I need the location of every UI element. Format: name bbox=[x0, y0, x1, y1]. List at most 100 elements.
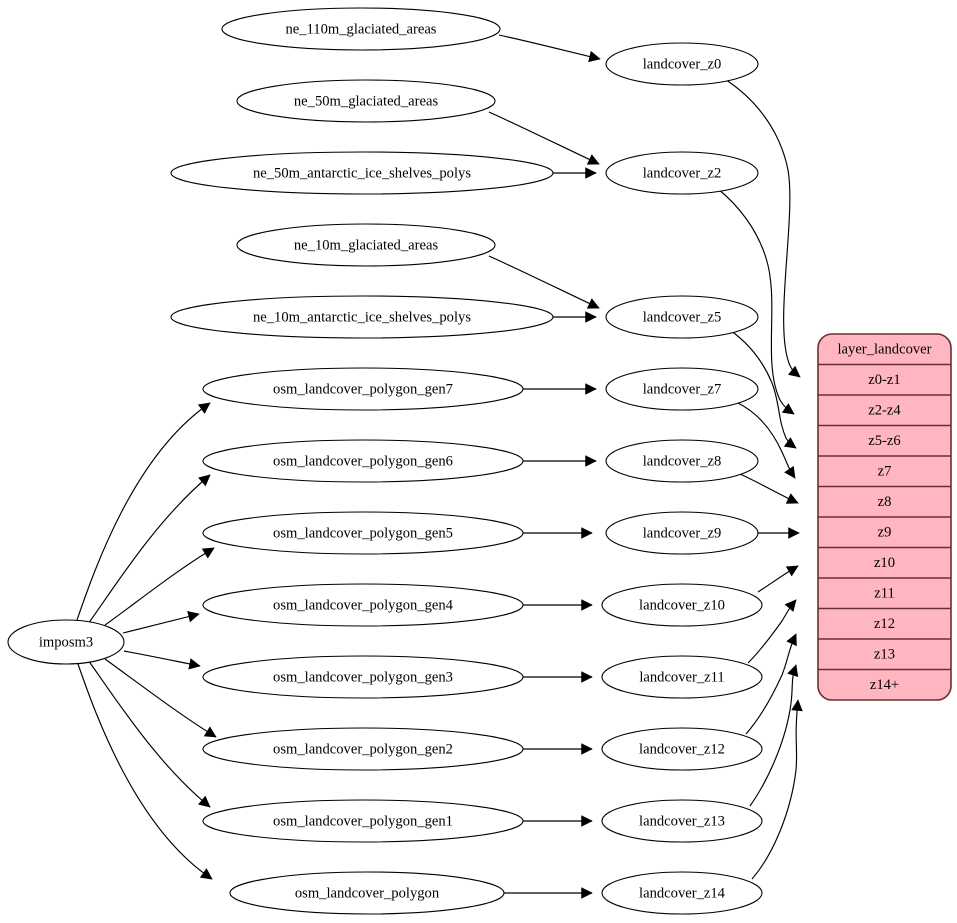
node-shape bbox=[221, 7, 501, 51]
layer-node-landcover_z7[interactable]: landcover_z7 bbox=[605, 367, 759, 411]
table-row-row_z11[interactable]: z11 bbox=[818, 578, 951, 609]
input-node-ne_50m_glaciated_areas[interactable]: ne_50m_glaciated_areas bbox=[236, 79, 496, 123]
table-row-row_z10[interactable]: z10 bbox=[818, 548, 951, 579]
edge-arrowhead-icon bbox=[198, 474, 211, 487]
node-shape bbox=[601, 799, 763, 843]
table-row-row_z2_z4[interactable]: z2-z4 bbox=[818, 395, 951, 426]
node-label: osm_landcover_polygon_gen4 bbox=[273, 597, 454, 613]
input-node-ne_10m_glaciated_areas[interactable]: ne_10m_glaciated_areas bbox=[236, 223, 496, 267]
input-node-ne_10m_antarctic_ice_shelves_polys[interactable]: ne_10m_antarctic_ice_shelves_polys bbox=[170, 295, 554, 339]
table-row-label: z7 bbox=[878, 464, 892, 480]
input-node-ne_50m_antarctic_ice_shelves_polys[interactable]: ne_50m_antarctic_ice_shelves_polys bbox=[170, 151, 554, 195]
edge-arrowhead-icon bbox=[783, 437, 797, 449]
input-node-osm_landcover_polygon_gen6[interactable]: osm_landcover_polygon_gen6 bbox=[202, 439, 524, 483]
table-row-label: z10 bbox=[874, 555, 895, 571]
table-row-label: z11 bbox=[874, 586, 895, 602]
table-row-row_z9[interactable]: z9 bbox=[818, 517, 951, 548]
node-label: landcover_z2 bbox=[643, 165, 722, 181]
edge-arrowhead-icon bbox=[585, 311, 597, 323]
table-row-row_z5_z6[interactable]: z5-z6 bbox=[818, 426, 951, 457]
edge-line bbox=[498, 34, 601, 60]
layer-node-landcover_z0[interactable]: landcover_z0 bbox=[605, 42, 759, 86]
layer-node-landcover_z8[interactable]: landcover_z8 bbox=[605, 439, 759, 483]
input-node-osm_landcover_polygon_gen4[interactable]: osm_landcover_polygon_gen4 bbox=[202, 583, 524, 627]
edge-arrowhead-icon bbox=[581, 743, 593, 755]
edge-line bbox=[751, 699, 799, 880]
edge-arrowhead-icon bbox=[781, 403, 795, 415]
edge-ne_50m_glaciated_areas-to-landcover_z2 bbox=[488, 111, 600, 165]
edge-ne_10m_glaciated_areas-to-landcover_z5 bbox=[488, 255, 600, 309]
node-label: landcover_z10 bbox=[639, 597, 725, 613]
edge-ne_50m_antarctic_ice_shelves_polys-to-landcover_z2 bbox=[553, 167, 597, 179]
node-shape bbox=[202, 583, 524, 627]
source-node-imposm3[interactable]: imposm3 bbox=[7, 619, 125, 665]
layer-node-landcover_z11[interactable]: landcover_z11 bbox=[601, 655, 763, 699]
edge-line bbox=[87, 474, 211, 625]
input-node-ne_110m_glaciated_areas[interactable]: ne_110m_glaciated_areas bbox=[221, 7, 501, 51]
edge-arrowhead-icon bbox=[198, 795, 211, 808]
edge-imposm3-to-osm_landcover_polygon_gen1 bbox=[87, 659, 211, 808]
edge-arrowhead-icon bbox=[201, 547, 215, 559]
node-shape bbox=[601, 655, 763, 699]
table-row-label: z0-z1 bbox=[868, 372, 900, 388]
node-label: ne_50m_antarctic_ice_shelves_polys bbox=[253, 165, 471, 181]
edge-imposm3-to-osm_landcover_polygon_gen2 bbox=[104, 658, 217, 738]
input-node-osm_landcover_polygon[interactable]: osm_landcover_polygon bbox=[229, 871, 505, 915]
edge-osm_landcover_polygon_gen4-to-landcover_z10 bbox=[523, 599, 593, 611]
edge-line bbox=[123, 650, 201, 667]
table-row-row_z12[interactable]: z12 bbox=[818, 609, 951, 640]
edge-line bbox=[104, 658, 217, 738]
edge-line bbox=[76, 402, 211, 621]
edge-arrowhead-icon bbox=[581, 599, 593, 611]
edge-landcover_z13-to-row_z13 bbox=[749, 664, 799, 807]
edge-arrowhead-icon bbox=[786, 633, 797, 647]
node-shape bbox=[605, 295, 759, 339]
edge-ne_10m_antarctic_ice_shelves_polys-to-landcover_z5 bbox=[553, 311, 597, 323]
table-row-label: z9 bbox=[878, 525, 892, 541]
edge-line bbox=[749, 664, 797, 807]
edge-line bbox=[122, 613, 200, 634]
edge-osm_landcover_polygon_gen2-to-landcover_z12 bbox=[522, 743, 593, 755]
node-shape bbox=[605, 511, 759, 555]
table-row-row_z7[interactable]: z7 bbox=[818, 456, 951, 487]
edge-arrowhead-icon bbox=[785, 565, 799, 577]
node-shape bbox=[170, 151, 554, 195]
input-node-osm_landcover_polygon_gen2[interactable]: osm_landcover_polygon_gen2 bbox=[202, 727, 524, 771]
table-row-label: z12 bbox=[874, 616, 895, 632]
layer-node-landcover_z9[interactable]: landcover_z9 bbox=[605, 511, 759, 555]
edge-arrowhead-icon bbox=[586, 298, 600, 309]
node-label: landcover_z11 bbox=[639, 669, 724, 685]
edge-arrowhead-icon bbox=[203, 726, 217, 738]
layer-node-landcover_z10[interactable]: landcover_z10 bbox=[601, 583, 763, 627]
table-row-label: z14+ bbox=[870, 677, 899, 693]
node-shape bbox=[202, 511, 524, 555]
node-shape bbox=[605, 42, 759, 86]
node-shape bbox=[202, 727, 524, 771]
layer-landcover-table[interactable]: layer_landcoverz0-z1z2-z4z5-z6z7z8z9z10z… bbox=[817, 333, 952, 701]
table-row-row_z13[interactable]: z13 bbox=[818, 639, 951, 670]
edge-landcover_z10-to-row_z10 bbox=[757, 565, 799, 593]
node-label: landcover_z7 bbox=[643, 381, 722, 397]
layer-node-landcover_z13[interactable]: landcover_z13 bbox=[601, 799, 763, 843]
node-label: landcover_z14 bbox=[639, 885, 726, 901]
layer-node-landcover_z14[interactable]: landcover_z14 bbox=[601, 871, 763, 915]
edge-imposm3-to-osm_landcover_polygon_gen4 bbox=[122, 611, 200, 634]
edge-landcover_z5-to-row_z5_z6 bbox=[729, 329, 797, 449]
node-shape bbox=[605, 367, 759, 411]
table-row-row_z14plus[interactable]: z14+ bbox=[818, 670, 951, 701]
table-row-row_z8[interactable]: z8 bbox=[818, 487, 951, 518]
edge-landcover_z12-to-row_z12 bbox=[745, 633, 797, 735]
node-label: imposm3 bbox=[39, 634, 93, 650]
input-node-osm_landcover_polygon_gen1[interactable]: osm_landcover_polygon_gen1 bbox=[202, 799, 524, 843]
edges-layer bbox=[76, 34, 803, 899]
input-node-osm_landcover_polygon_gen5[interactable]: osm_landcover_polygon_gen5 bbox=[202, 511, 524, 555]
layer-node-landcover_z12[interactable]: landcover_z12 bbox=[601, 727, 763, 771]
table-row-row_z0_z1[interactable]: z0-z1 bbox=[818, 365, 951, 396]
edge-arrowhead-icon bbox=[585, 383, 597, 395]
layer-node-landcover_z5[interactable]: landcover_z5 bbox=[605, 295, 759, 339]
input-node-osm_landcover_polygon_gen3[interactable]: osm_landcover_polygon_gen3 bbox=[202, 655, 524, 699]
table-row-label: z8 bbox=[878, 494, 892, 510]
layer-node-landcover_z2[interactable]: landcover_z2 bbox=[605, 151, 759, 195]
edge-arrowhead-icon bbox=[585, 455, 597, 467]
input-node-osm_landcover_polygon_gen7[interactable]: osm_landcover_polygon_gen7 bbox=[202, 367, 524, 411]
